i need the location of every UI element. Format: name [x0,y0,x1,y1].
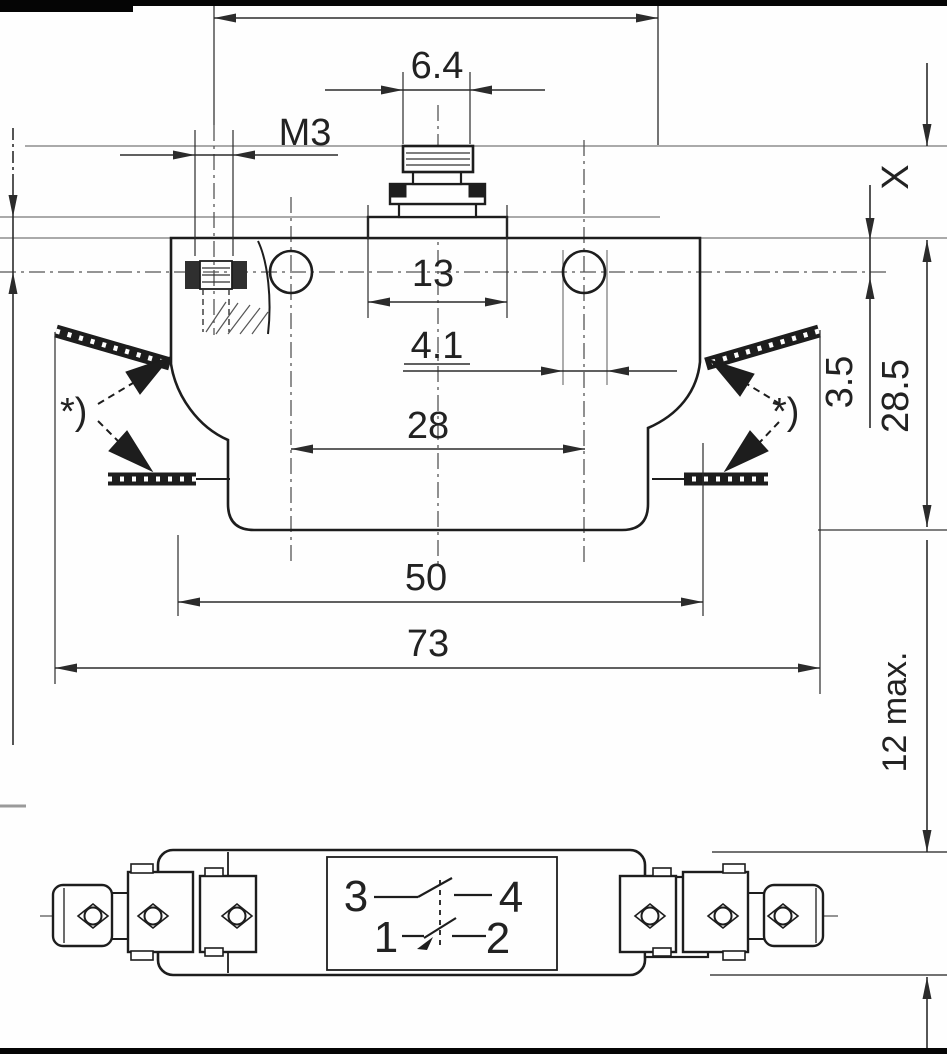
dimension-6-4 [325,72,545,144]
terminal-stack-right [618,863,825,961]
label-6-4: 6.4 [411,45,464,87]
label-terminal-4: 4 [499,873,523,922]
plunger-base [366,215,509,240]
switch-body-outline [169,236,702,532]
label-28: 28 [407,405,449,447]
label-terminal-3: 3 [344,872,368,921]
callout-arrow-upper-left [125,355,172,395]
label-3-5: 3.5 [819,356,861,409]
footnote-callouts [97,355,781,473]
dimension-m3 [120,130,338,256]
terminal-lugs [54,324,821,486]
label-4-1: 4.1 [411,325,464,367]
terminal-neck-right [747,892,765,940]
screw-hole-icon [706,902,740,930]
contact-circuit-symbol [374,877,492,950]
cap-thread-lines [406,152,470,166]
label-m3: M3 [279,112,332,154]
label-terminal-1: 1 [374,913,398,962]
contact-no-blade [417,877,453,898]
dimension-3-5 [865,185,875,428]
label-terminal-2: 2 [486,914,510,963]
screw-hole-icon [220,902,254,930]
label-73: 73 [407,623,449,665]
screw-hole-icon [76,902,110,930]
front-view [54,144,821,532]
dimension-73 [54,330,821,694]
dimension-left-margin-cropped [8,128,18,745]
m3-thread-insert [185,240,271,335]
contact-nc-blade [423,917,457,939]
label-x: X [875,164,917,189]
callout-arrow-lower-left [108,430,154,473]
top-left-crop-bar [0,0,133,12]
plunger [366,144,509,240]
screw-hole-icon [766,902,800,930]
screw-hole-icon [633,902,667,930]
bottom-crop-bar [0,1048,947,1054]
top-crop-bar [0,0,947,6]
side-view [51,848,825,977]
screw-hole-icon [136,902,170,930]
label-13: 13 [412,253,454,295]
boss-contour [257,240,271,335]
label-footnote-left: *) [60,391,87,433]
terminal-block-b-right [618,874,678,954]
dimension-x [922,63,932,146]
dimension-12-max [922,540,932,1048]
terminal-block-b-left [198,874,258,954]
section-hatching [205,301,269,335]
plunger-neck [411,170,463,186]
thread-block-left [185,261,200,289]
flange-corner-right [468,183,486,198]
mounting-hole-right [561,249,607,295]
contact-actuation-arrow [417,937,433,950]
label-50: 50 [405,557,447,599]
thread-bore [199,260,233,290]
dimension-labels: 6.4 M3 13 4.1 28 50 73 X 3.5 28.5 12 max… [60,45,917,772]
plunger-mid-step [397,202,478,219]
label-12-max: 12 max. [876,652,914,773]
label-footnote-right: *) [772,391,799,433]
terminal-hole-icons [76,902,800,930]
dimension-lines [8,0,932,1048]
terminal-end-plug-left [51,883,114,948]
label-28-5: 28.5 [875,359,917,433]
dimension-28 [291,444,585,454]
dimension-4-1 [403,363,677,376]
thread-block-right [232,261,247,289]
circuit-terminal-labels: 3 4 1 2 [344,872,523,963]
dimension-28-5 [922,240,932,527]
dimension-13 [367,205,508,318]
dimension-50 [177,443,704,616]
callout-arrow-lower-right [723,430,769,473]
dimension-top-cropped [214,0,659,145]
mounting-hole-left [268,249,314,295]
callout-arrow-upper-right [708,359,755,397]
flange-corner-left [389,183,407,198]
circuit-label-panel [326,856,558,971]
terminal-end-plug-right [762,883,825,948]
terminal-neck-left [111,892,129,940]
